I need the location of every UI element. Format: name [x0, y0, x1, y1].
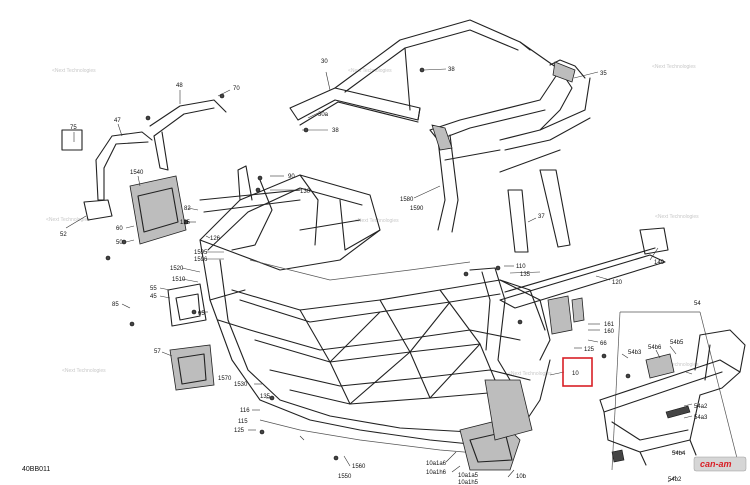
callout-label[interactable]: 54a3 [694, 415, 708, 421]
callout-label[interactable]: 1590 [410, 206, 424, 212]
watermark: <Next Technologies [46, 217, 90, 223]
callout-label[interactable]: 126 [210, 236, 221, 242]
callout-label[interactable]: 10a1h6 [426, 470, 447, 476]
callout-label[interactable]: 10b [516, 474, 527, 480]
callout-label[interactable]: 54b2 [668, 477, 682, 483]
watermark: <Next Technologies [652, 64, 696, 70]
callout-label[interactable]: 54b6 [648, 345, 662, 351]
brand-logo: can-am [693, 456, 747, 472]
callout-label[interactable]: 1596 [194, 257, 208, 263]
callout-label[interactable]: 110 [516, 264, 526, 270]
callout-label[interactable]: 30 [321, 59, 328, 65]
callout-label[interactable]: 75 [70, 125, 77, 131]
callout-label[interactable]: 125 [180, 220, 191, 226]
callout-label[interactable]: 125 [584, 347, 595, 353]
callout-label[interactable]: 52 [60, 232, 67, 238]
callout-label[interactable]: 10 [572, 371, 579, 377]
callout-label[interactable]: 70 [233, 86, 240, 92]
highlight-box [562, 357, 593, 387]
fasteners [105, 67, 631, 461]
callout-label[interactable]: 10a1h5 [458, 480, 479, 485]
callout-label[interactable]: 82 [184, 206, 191, 212]
watermark: <Next Technologies [348, 68, 392, 74]
bumper-assembly [599, 311, 746, 471]
callout-label[interactable]: 160 [604, 329, 615, 335]
callout-label[interactable]: 1520 [170, 266, 184, 272]
callout-label[interactable]: 1570 [218, 376, 232, 382]
callout-label[interactable]: 47 [114, 118, 121, 124]
callout-label[interactable]: 135 [260, 394, 271, 400]
callout-label[interactable]: 54b3 [628, 350, 642, 356]
callout-label[interactable]: 130 [300, 189, 311, 195]
callout-label[interactable]: 1530 [234, 382, 248, 388]
callout-label[interactable]: 48 [176, 83, 183, 89]
callout-label[interactable]: 60 [116, 226, 123, 232]
callout-label[interactable]: 65 [198, 311, 205, 317]
callout-label[interactable]: 115 [238, 419, 248, 425]
leader-lines [65, 68, 693, 483]
callout-label[interactable]: 85 [112, 302, 119, 308]
callout-label[interactable]: 116 [240, 408, 250, 414]
callout-label[interactable]: 38 [332, 128, 339, 134]
callout-label[interactable]: 1540 [130, 170, 144, 176]
callout-label[interactable]: 161 [604, 322, 615, 328]
side-rail [499, 227, 669, 335]
callout-label[interactable]: 90 [288, 174, 295, 180]
callout-label[interactable]: 1595 [194, 250, 208, 256]
callout-label[interactable]: 45 [150, 294, 157, 300]
callout-label[interactable]: 66 [600, 341, 607, 347]
callout-label[interactable]: 1510 [172, 277, 186, 283]
callout-label[interactable]: 10a1a6 [426, 461, 447, 467]
callout-label[interactable]: 125 [234, 428, 245, 434]
callout-label[interactable]: 120 [612, 280, 623, 286]
callout-label[interactable]: 1560 [352, 464, 366, 470]
callout-label[interactable]: 38 [448, 67, 455, 73]
callout-label[interactable]: 10a1a5 [458, 473, 479, 479]
rops-cage [289, 19, 591, 253]
callout-label[interactable]: 1580 [400, 197, 414, 203]
callout-label[interactable]: 37 [538, 214, 545, 220]
callout-label[interactable]: 50 [116, 240, 123, 246]
main-frame [167, 165, 551, 471]
watermark: <Next Technologies [508, 371, 552, 377]
callout-label[interactable]: 135 [520, 272, 531, 278]
left-brace-parts [61, 99, 227, 245]
watermark: <Next Technologies [62, 368, 106, 374]
watermark: <Next Technologies [655, 214, 699, 220]
callout-label[interactable]: 55 [150, 286, 157, 292]
callout-labels: 38 30 30a 38 35 48 70 47 75 1540 52 60 5… [60, 59, 708, 485]
callout-label[interactable]: 35 [600, 71, 607, 77]
callout-label[interactable]: 54b5 [670, 340, 684, 346]
callout-label[interactable]: 30a [318, 112, 329, 118]
callout-label[interactable]: 57 [154, 349, 161, 355]
reference-code: 40BB011 [22, 466, 50, 473]
brand-logo-text: can-am [700, 459, 732, 469]
watermark: <Next Technologies [52, 68, 96, 74]
watermark: <Next Technologies [655, 362, 699, 368]
callout-label[interactable]: 140 [654, 260, 665, 266]
callout-label[interactable]: 1550 [338, 474, 352, 480]
callout-label[interactable]: 54b4 [672, 451, 686, 457]
callout-label[interactable]: 54 [694, 301, 701, 307]
callout-label[interactable]: 54a2 [694, 404, 708, 410]
